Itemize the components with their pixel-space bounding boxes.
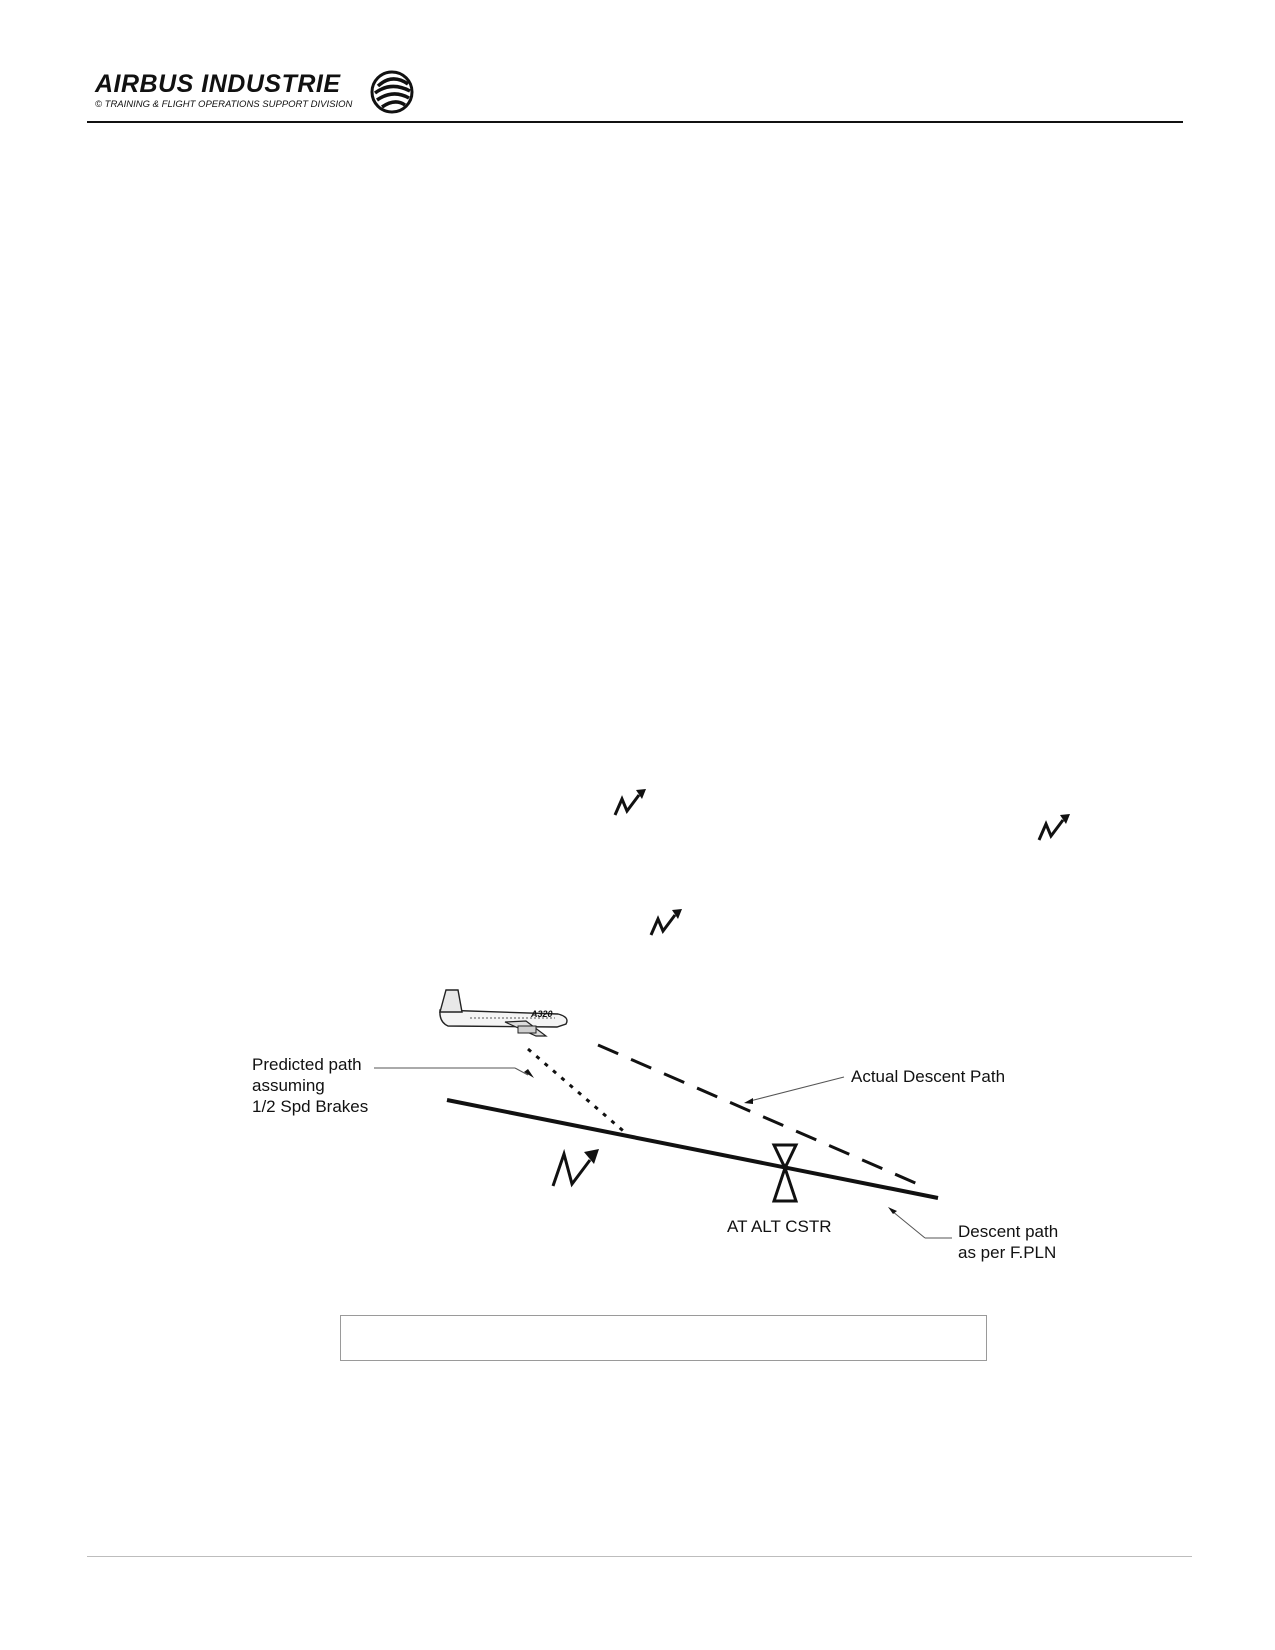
fpln-leader-diag [891,1210,926,1239]
actual-path-label: Actual Descent Path [851,1067,1006,1086]
header-rule [87,121,1183,123]
lightning-arrow-icon [551,1148,599,1188]
fpln-path-label-line-1: Descent path [958,1222,1059,1241]
constraint-label: AT ALT CSTR [727,1217,832,1236]
lightning-arrow-icon [1037,814,1070,841]
fpln-path-label-line-2: as per F.PLN [958,1243,1057,1262]
actual-leader-line [749,1076,845,1102]
altitude-constraint-icon [771,1143,799,1203]
a320-aircraft-icon: A320 [439,989,568,1037]
aircraft-marking: A320 [530,1009,553,1019]
lightning-arrow-icon [613,789,646,816]
caption-box [340,1315,987,1361]
predicted-path-label-line-3: 1/2 Spd Brakes [252,1097,369,1116]
predicted-path [527,1047,629,1137]
predicted-path-label-line-2: assuming [252,1076,325,1095]
brand-block: AIRBUS INDUSTRIE © TRAINING & FLIGHT OPE… [95,70,352,110]
footer-rule [87,1556,1192,1557]
fpln-descent-path [446,1098,939,1200]
division-name: © TRAINING & FLIGHT OPERATIONS SUPPORT D… [95,99,353,110]
predicted-path-label-line-1: Predicted path [252,1055,362,1074]
airbus-swirl-logo-icon [370,70,414,114]
brand-name: AIRBUS INDUSTRIE [95,70,341,98]
lightning-arrow-icon [649,909,682,936]
predicted-leader-tip [514,1067,529,1076]
